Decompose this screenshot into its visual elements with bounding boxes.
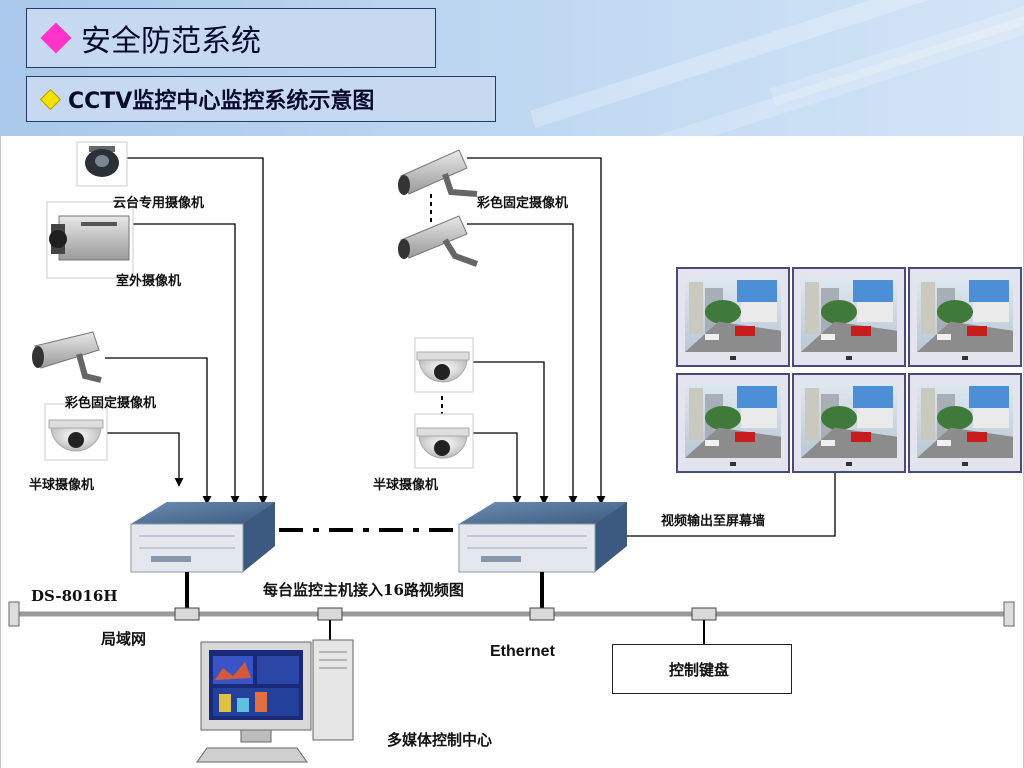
label-lan: 局域网 [101, 630, 147, 648]
monitor-screen [908, 267, 1022, 367]
slide-subtitle: CCTV监控中心监控系统示意图 [26, 76, 496, 122]
monitor-screen [676, 373, 790, 473]
slide-title-text: 安全防范系统 [81, 24, 261, 59]
ptz-camera-icon [76, 141, 128, 187]
lan-bus [8, 601, 1015, 644]
label-ethernet: Ethernet [490, 643, 555, 660]
label-dvr-model: DS-8016H [31, 587, 118, 605]
monitor-screen [908, 373, 1022, 473]
label-outdoor-camera: 室外摄像机 [116, 274, 182, 289]
signal-lines-right [467, 157, 836, 537]
label-dome-camera-left: 半球摄像机 [29, 478, 95, 493]
header-banner: 安全防范系统 CCTV监控中心监控系统示意图 [0, 0, 1024, 136]
dome-camera-icon [414, 337, 474, 393]
dvr-unit-left [130, 502, 275, 573]
monitor-screen [792, 373, 906, 473]
label-color-fixed-camera-left: 彩色固定摄像机 [65, 396, 157, 411]
diagram-drawing [8, 141, 1022, 763]
box-camera-icon [46, 201, 134, 279]
control-keyboard-box: 控制键盘 [612, 644, 792, 694]
diamond-bullet-icon [40, 22, 72, 54]
video-wall [676, 267, 1022, 473]
dvr-unit-right [458, 502, 627, 573]
dome-camera-icon [44, 403, 108, 461]
bullet-camera-icon [398, 149, 478, 197]
slide-subtitle-text: CCTV监控中心监控系统示意图 [68, 89, 375, 114]
banner-decoration [769, 0, 1024, 106]
label-dome-camera-right: 半球摄像机 [373, 478, 439, 493]
dome-camera-icon [414, 413, 474, 469]
label-video-output: 视频输出至屏幕墙 [661, 514, 766, 529]
label-color-fixed-camera-right: 彩色固定摄像机 [477, 196, 569, 211]
signal-lines-left [99, 157, 268, 505]
slide-title: 安全防范系统 [26, 8, 436, 68]
label-ptz-camera: 云台专用摄像机 [113, 196, 205, 211]
bullet-camera-icon [398, 215, 479, 267]
diamond-bullet-icon [39, 88, 62, 110]
bullet-camera-icon [29, 324, 105, 388]
cctv-diagram: 云台专用摄像机 室外摄像机 彩色固定摄像机 半球摄像机 彩色固定摄像机 半球摄像… [0, 136, 1024, 768]
label-control-keyboard: 控制键盘 [669, 661, 730, 679]
label-control-center: 多媒体控制中心 [387, 731, 493, 749]
label-dvr-note: 每台监控主机接入16路视频图 [263, 581, 464, 599]
monitor-screen [676, 267, 790, 367]
monitor-screen [792, 267, 906, 367]
workstation-icon [196, 639, 354, 763]
